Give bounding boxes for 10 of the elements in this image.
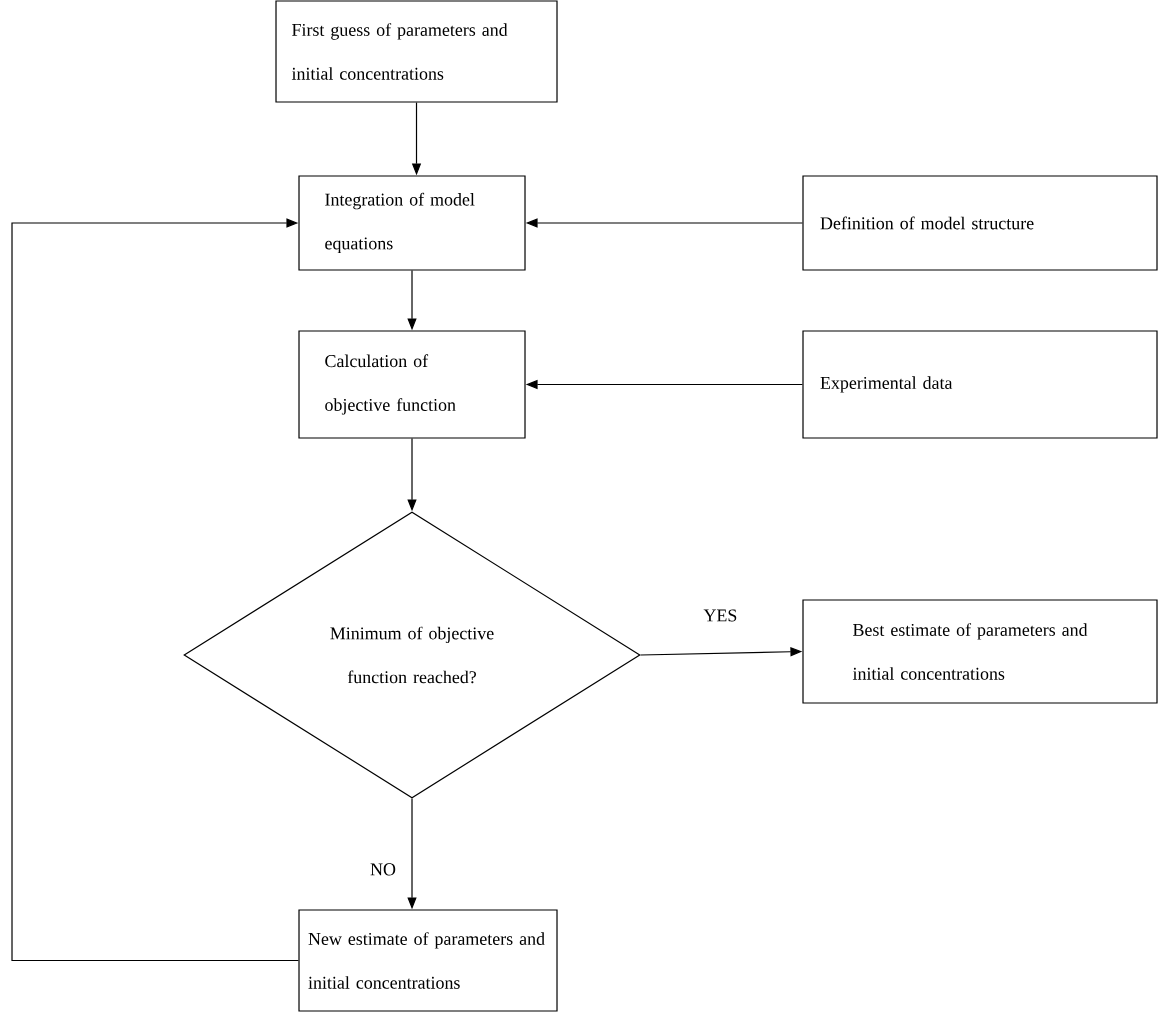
- process-box: Best estimate of parameters and initial concentrations: [802, 599, 1158, 704]
- process-box: First guess of parameters and initial concentrations: [275, 0, 558, 103]
- arrow: [11, 218, 299, 962]
- process-box: Experimental data: [802, 330, 1158, 439]
- edge-label: YES: [701, 607, 740, 624]
- edge-label: NO: [368, 861, 398, 878]
- process-box: Definition of model structure: [802, 175, 1158, 271]
- process-box: Calculation of objective function: [298, 330, 526, 439]
- process-box: Integration of model equations: [298, 175, 526, 271]
- process-box: New estimate of parameters and initial concentrations: [298, 909, 558, 1012]
